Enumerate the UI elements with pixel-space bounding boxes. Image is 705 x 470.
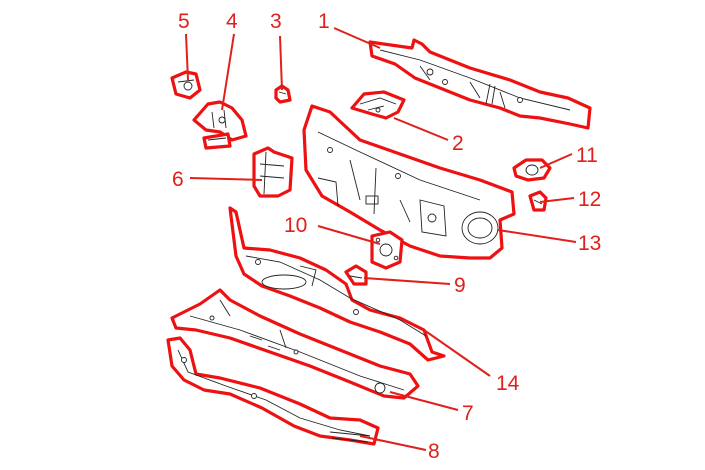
part-6-panel	[252, 146, 294, 198]
leader-7	[389, 391, 459, 411]
part-5-small-bracket	[170, 70, 202, 100]
leader-3	[279, 35, 283, 91]
callout-numbers: 1 2 3 4 5 6 7 8 9 10 11 12 13 14	[172, 10, 601, 463]
callout-3: 3	[270, 10, 282, 33]
callout-4: 4	[226, 10, 238, 33]
part-9-tab	[344, 264, 368, 286]
callout-14: 14	[496, 372, 520, 395]
part-10-cover-plate	[370, 230, 404, 270]
callout-6: 6	[172, 168, 184, 191]
leader-lines	[185, 27, 577, 451]
leader-10	[317, 225, 381, 245]
part-13-dash-panel	[302, 104, 516, 260]
leader-13	[497, 229, 577, 243]
leader-4	[221, 33, 235, 111]
callout-11: 11	[576, 144, 598, 167]
part-12-clip	[528, 190, 548, 212]
part-1-upper-cowl-panel	[368, 38, 592, 130]
callout-7: 7	[462, 402, 474, 425]
callout-2: 2	[452, 132, 464, 155]
part-11-grommet	[512, 158, 552, 182]
leader-6	[189, 177, 263, 181]
part-2-bracket	[350, 90, 406, 120]
callout-1: 1	[318, 10, 330, 33]
part-4-mount-bracket	[192, 100, 248, 150]
leader-2	[393, 117, 449, 141]
leader-12	[539, 197, 575, 203]
callout-12: 12	[578, 188, 601, 211]
part-8-lower-reinforcement	[166, 336, 380, 446]
part-3-clip	[274, 84, 292, 104]
callout-13: 13	[578, 232, 601, 255]
leader-9	[363, 277, 451, 285]
leader-11	[539, 153, 573, 169]
part-7-cowl-vent-panel	[170, 288, 420, 400]
callout-9: 9	[454, 274, 466, 297]
leader-14	[423, 329, 491, 377]
leader-8	[359, 435, 427, 451]
part-14-inner-cowl-panel	[228, 206, 446, 362]
leader-5	[185, 33, 189, 81]
leader-1	[333, 27, 381, 49]
callout-8: 8	[428, 440, 440, 463]
callout-10: 10	[284, 214, 307, 237]
callout-5: 5	[178, 10, 190, 33]
